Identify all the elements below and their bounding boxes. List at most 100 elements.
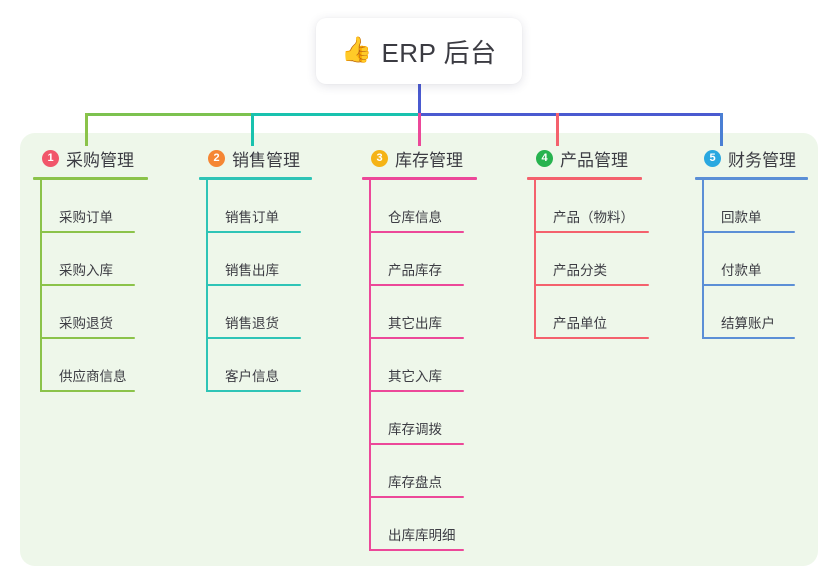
branch-header[interactable]: 5 财务管理	[695, 146, 808, 170]
branch-item[interactable]: 销售出库	[199, 233, 312, 286]
branch-item[interactable]: 结算账户	[695, 286, 808, 339]
branch-item[interactable]: 产品分类	[527, 233, 649, 286]
branch-title: 库存管理	[395, 150, 463, 170]
branch-title: 财务管理	[728, 150, 796, 170]
branch-item-list: 回款单付款单结算账户	[695, 180, 808, 339]
branch-item-list: 仓库信息产品库存其它出库其它入库库存调拨库存盘点出库库明细	[362, 180, 477, 551]
branch-header-rule	[199, 177, 312, 180]
branch-item-rule	[40, 284, 135, 286]
branch-item-label: 产品单位	[553, 316, 607, 331]
branch-item-rule	[206, 231, 301, 233]
branch-item-rule	[534, 231, 649, 233]
branch-column: 4 产品管理产品（物料） 产品分类产品单位	[527, 146, 649, 339]
branch-item-label: 仓库信息	[388, 210, 442, 225]
branch-item[interactable]: 供应商信息	[33, 339, 148, 392]
branch-item-rule	[534, 337, 649, 339]
branch-column: 3 库存管理仓库信息产品库存其它出库其它入库库存调拨库存盘点出库库明细	[362, 146, 477, 551]
branch-item[interactable]: 仓库信息	[362, 180, 477, 233]
branch-number-badge: 5	[704, 149, 721, 167]
branch-header[interactable]: 1 采购管理	[33, 146, 148, 170]
branch-number-badge: 4	[536, 149, 553, 167]
branch-item[interactable]: 销售订单	[199, 180, 312, 233]
branch-item-rule	[702, 231, 795, 233]
branch-item-rule	[40, 337, 135, 339]
branch-item[interactable]: 产品单位	[527, 286, 649, 339]
branch-item-label: 产品库存	[388, 263, 442, 278]
branch-title: 销售管理	[232, 150, 300, 170]
branch-item-rule	[206, 284, 301, 286]
branch-item[interactable]: 采购退货	[33, 286, 148, 339]
branch-item-rule	[369, 496, 464, 498]
root-node[interactable]: 👍 ERP 后台	[316, 18, 522, 84]
branch-item-label: 出库库明细	[388, 528, 456, 543]
branch-item[interactable]: 客户信息	[199, 339, 312, 392]
branch-column: 5 财务管理回款单付款单结算账户	[695, 146, 808, 339]
branch-item[interactable]: 产品（物料）	[527, 180, 649, 233]
branch-item[interactable]: 出库库明细	[362, 498, 477, 551]
branch-header[interactable]: 2 销售管理	[199, 146, 312, 170]
branch-item-list: 产品（物料） 产品分类产品单位	[527, 180, 649, 339]
branch-title: 采购管理	[66, 150, 134, 170]
branches-panel	[20, 133, 818, 566]
branch-item-label: 采购入库	[59, 263, 113, 278]
branch-header[interactable]: 4 产品管理	[527, 146, 642, 170]
branch-item-rule	[369, 337, 464, 339]
branch-item[interactable]: 采购订单	[33, 180, 148, 233]
branch-item-rule	[206, 337, 301, 339]
branch-item-label: 采购订单	[59, 210, 113, 225]
branch-item[interactable]: 其它出库	[362, 286, 477, 339]
branch-item-rule	[369, 443, 464, 445]
branch-stem	[534, 180, 536, 339]
root-title: ERP 后台	[381, 37, 497, 68]
thumbs-up-icon: 👍	[341, 35, 373, 64]
branch-header-rule	[527, 177, 642, 180]
branch-stem	[206, 180, 208, 392]
branch-item-label: 库存调拨	[388, 422, 442, 437]
branch-item-rule	[702, 337, 795, 339]
branch-header-rule	[362, 177, 477, 180]
branch-item-label: 销售订单	[225, 210, 279, 225]
branch-item-rule	[40, 231, 135, 233]
branch-item-rule	[369, 231, 464, 233]
branch-item-label: 销售出库	[225, 263, 279, 278]
branch-item-rule	[534, 284, 649, 286]
branch-item-label: 客户信息	[225, 369, 279, 384]
branch-stem	[369, 180, 371, 551]
branch-column: 1 采购管理采购订单采购入库采购退货供应商信息	[33, 146, 148, 392]
branch-item-list: 销售订单销售出库销售退货客户信息	[199, 180, 312, 392]
branch-item[interactable]: 回款单	[695, 180, 808, 233]
branch-item-rule	[369, 549, 464, 551]
branch-item[interactable]: 付款单	[695, 233, 808, 286]
branch-stem	[702, 180, 704, 339]
branch-item[interactable]: 其它入库	[362, 339, 477, 392]
branch-item-rule	[40, 390, 135, 392]
branch-item-label: 产品（物料）	[553, 210, 634, 225]
branch-number-badge: 1	[42, 149, 59, 167]
branch-item-label: 结算账户	[721, 316, 775, 331]
branch-item-rule	[369, 390, 464, 392]
branch-header-rule	[695, 177, 808, 180]
branch-item[interactable]: 库存调拨	[362, 392, 477, 445]
branch-item-rule	[702, 284, 795, 286]
branch-header-rule	[33, 177, 148, 180]
branch-stem	[40, 180, 42, 392]
branch-item-label: 产品分类	[553, 263, 607, 278]
branch-item-rule	[369, 284, 464, 286]
branch-item-label: 库存盘点	[388, 475, 442, 490]
branch-item-label: 销售退货	[225, 316, 279, 331]
branch-title: 产品管理	[560, 150, 628, 170]
branch-header[interactable]: 3 库存管理	[362, 146, 477, 170]
branch-number-badge: 3	[371, 149, 388, 167]
branch-item-label: 回款单	[721, 210, 762, 225]
branch-item-rule	[206, 390, 301, 392]
branch-column: 2 销售管理销售订单销售出库销售退货客户信息	[199, 146, 312, 392]
branch-item[interactable]: 库存盘点	[362, 445, 477, 498]
branch-item[interactable]: 产品库存	[362, 233, 477, 286]
branch-number-badge: 2	[208, 149, 225, 167]
branch-item-list: 采购订单采购入库采购退货供应商信息	[33, 180, 148, 392]
branch-item-label: 其它出库	[388, 316, 442, 331]
branch-item[interactable]: 采购入库	[33, 233, 148, 286]
branch-item-label: 其它入库	[388, 369, 442, 384]
branch-item[interactable]: 销售退货	[199, 286, 312, 339]
